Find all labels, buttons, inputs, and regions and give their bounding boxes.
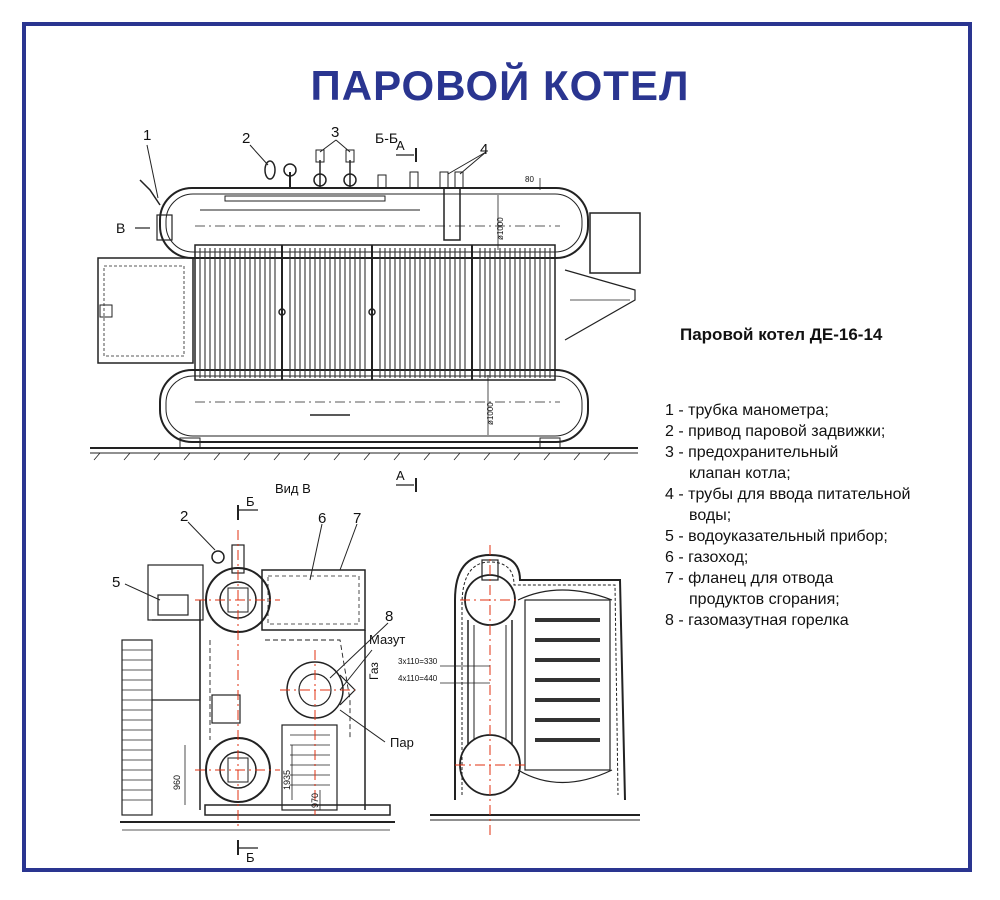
boiler-model-title: Паровой котел ДЕ-16-14 (680, 325, 883, 344)
dim-1935: 1935 (282, 770, 292, 790)
dim-970: 970 (310, 793, 320, 808)
legend-item-7-cont: продуктов сгорания; (689, 591, 840, 608)
mazut-label: Мазут (369, 632, 405, 647)
page-title: ПАРОВОЙ КОТЕЛ (310, 62, 690, 109)
dim-1000-top: ø1000 (496, 217, 505, 240)
section-b-bottom-label: Б (246, 850, 255, 865)
gaz-label: Газ (367, 662, 381, 680)
callout-3-top: 3 (331, 124, 339, 141)
callout-8-front: 8 (385, 608, 393, 625)
section-b-top-label: Б (246, 494, 255, 509)
callout-7-front: 7 (353, 510, 361, 527)
longitudinal-view (90, 139, 641, 492)
legend-item-5: 5 - водоуказательный прибор; (665, 528, 888, 545)
cross-section-view (430, 545, 640, 835)
front-view (120, 505, 395, 855)
view-v-label: Вид В (275, 481, 311, 496)
callout-5-front: 5 (112, 574, 120, 591)
dim-960: 960 (172, 775, 182, 790)
dim-80: 80 (525, 175, 534, 184)
section-bb-label: Б-Б (375, 130, 398, 146)
callout-2-front: 2 (180, 508, 188, 525)
dim-440: 4х110=440 (398, 674, 438, 683)
legend-item-3: 3 - предохранительный (665, 444, 839, 461)
page-frame (22, 22, 972, 872)
dim-1000-bottom: ø1000 (486, 402, 495, 425)
legend-item-2: 2 - привод паровой задвижки; (665, 423, 886, 440)
callout-2-top: 2 (242, 130, 250, 147)
section-a-top-label: А (396, 138, 405, 153)
legend-item-4: 4 - трубы для ввода питательной (665, 486, 911, 503)
legend-item-8: 8 - газомазутная горелка (665, 612, 849, 629)
view-v-arrow-label: В (116, 220, 125, 236)
section-a-bottom-label: А (396, 468, 405, 483)
legend-item-7: 7 - фланец для отвода (665, 570, 834, 587)
legend-item-4-cont: воды; (689, 507, 732, 524)
legend-item-3-cont: клапан котла; (689, 465, 791, 482)
legend-item-1: 1 - трубка манометра; (665, 402, 829, 419)
callout-1-top: 1 (143, 127, 151, 144)
par-label: Пар (390, 735, 414, 750)
legend-item-6: 6 - газоход; (665, 549, 749, 566)
dim-330: 3х110=330 (398, 657, 438, 666)
callout-6-front: 6 (318, 510, 326, 527)
callout-4-top: 4 (480, 141, 488, 158)
legend-list: 1 - трубка манометра; 2 - привод паровой… (665, 400, 910, 631)
